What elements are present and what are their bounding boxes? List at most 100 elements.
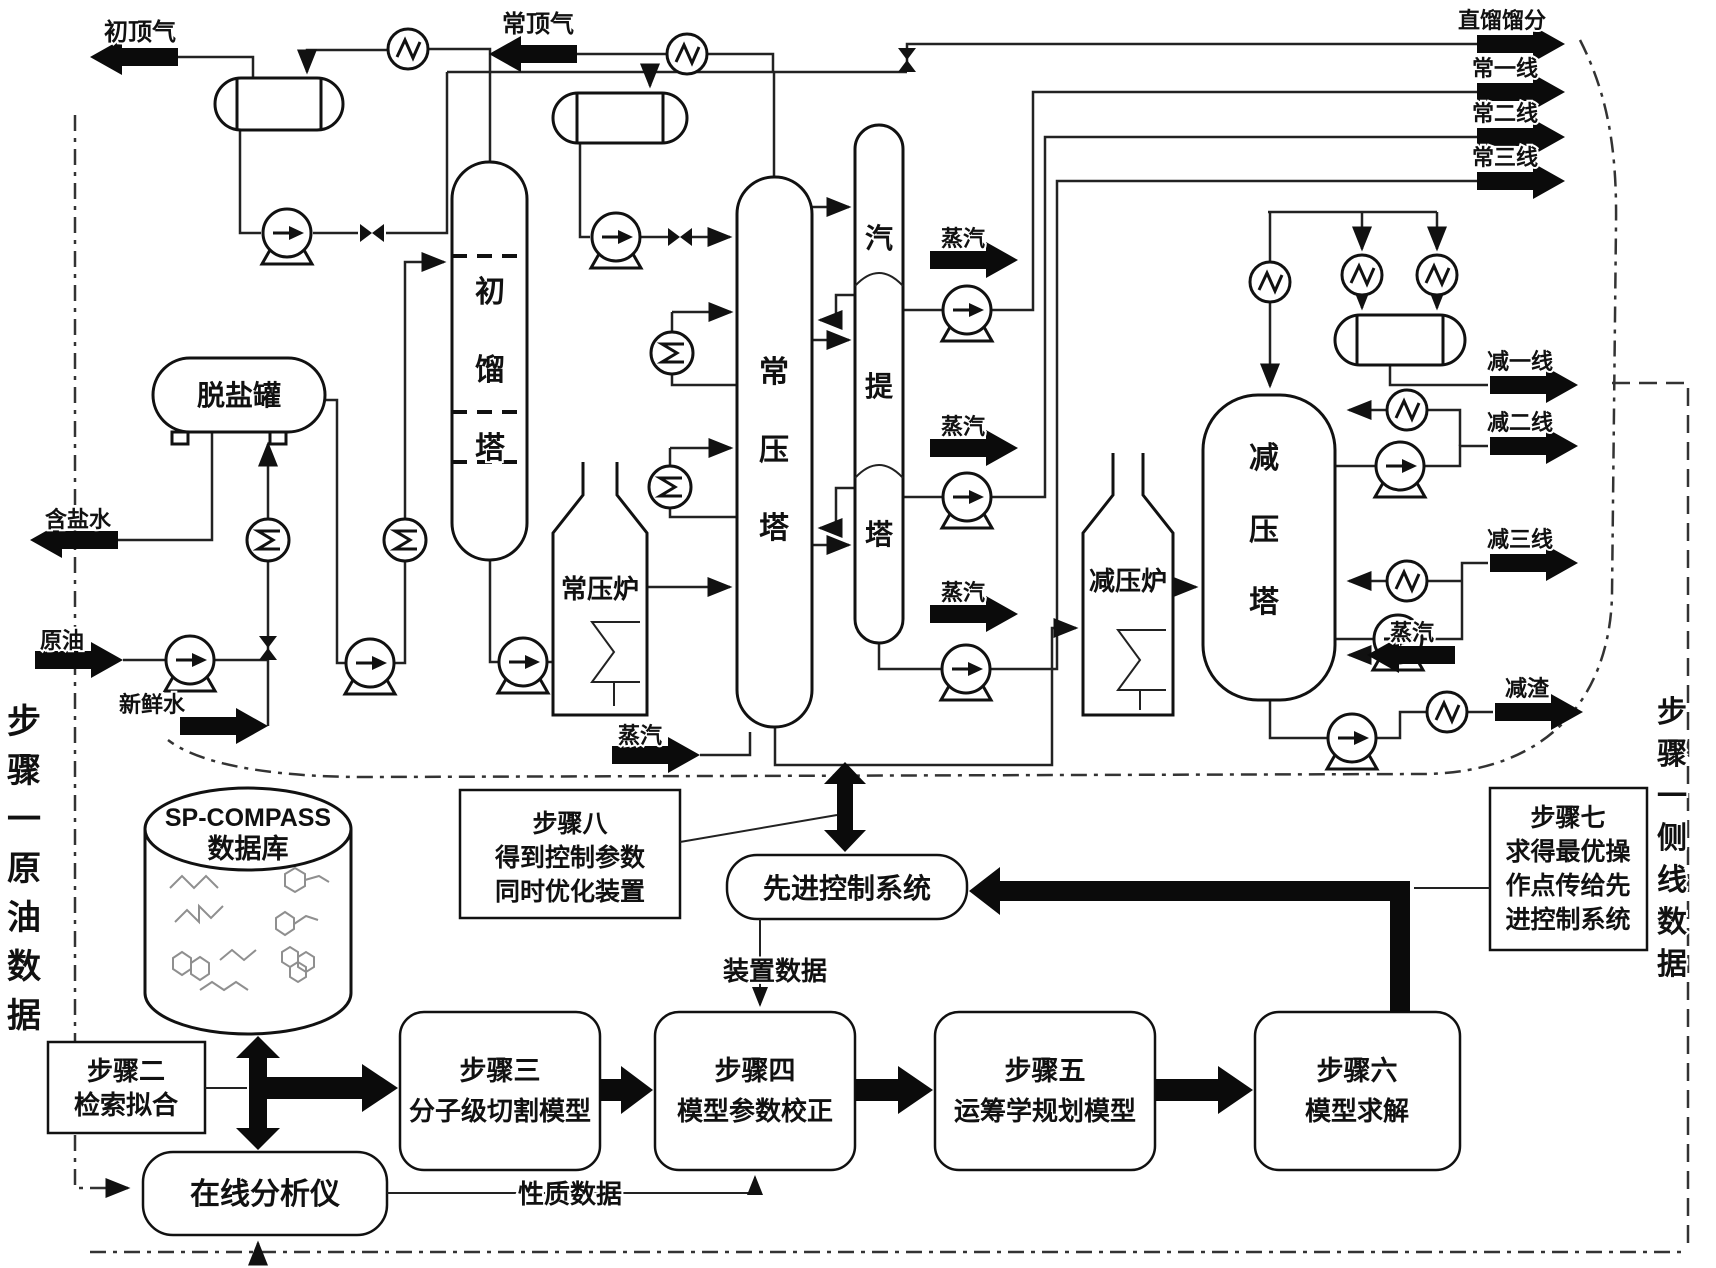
- pumparound-cooler-icon: [649, 330, 695, 376]
- stripper-tower: 汽提塔: [853, 123, 905, 645]
- cooler-icon: [1425, 690, 1469, 734]
- crude-oil-label: 原油: [40, 628, 84, 653]
- step6-to-acs-thick-arrow: [969, 867, 1410, 1012]
- vacuum-overhead-drum: [1333, 313, 1467, 367]
- vac-tower-label: 减压塔: [1249, 442, 1280, 619]
- step7-line2: 求得最优操: [1505, 838, 1631, 866]
- step8-title: 步骤八: [532, 810, 608, 838]
- molecule-sketches: [169, 866, 330, 992]
- steam-label: 蒸汽: [941, 580, 985, 605]
- step4-box: 步骤四 模型参数校正: [653, 1010, 857, 1172]
- step3-step4-arrow: [600, 1066, 653, 1114]
- step8-line2: 得到控制参数: [494, 843, 646, 872]
- step5-line2: 运筹学规划模型: [954, 1096, 1136, 1126]
- step2-title: 步骤二: [87, 1056, 165, 1086]
- acs-label: 先进控制系统: [763, 872, 931, 904]
- step1-left-vertical-label: 步骤一原油数据: [7, 703, 41, 1035]
- database-name: SP-COMPASS: [165, 804, 331, 832]
- battery-limit-boundary: [73, 39, 1690, 1266]
- salty-water-label: 含盐水: [45, 507, 112, 532]
- step6-box: 步骤六 模型求解: [1253, 1010, 1462, 1172]
- cooler-icon: [1385, 559, 1429, 603]
- database-analyzer-double-arrow: [236, 1036, 280, 1150]
- stream-arrows: 初顶气 常顶气 直馏馏分 常一线 常二线 常三线 含盐水 原油 新鲜水 蒸汽 蒸…: [30, 6, 1583, 773]
- step6-title: 步骤六: [1317, 1056, 1398, 1086]
- vac-line1-label: 减一线: [1487, 349, 1553, 374]
- workflow-connectors: [205, 814, 1490, 1195]
- steam-label: 蒸汽: [1390, 620, 1434, 645]
- pump-icon: [163, 634, 217, 693]
- desalter-label: 脱盐罐: [197, 379, 281, 411]
- acs-process-double-arrow: [824, 762, 866, 852]
- initial-top-gas-label: 初顶气: [104, 18, 176, 46]
- step3-box: 步骤三 分子级切割模型: [398, 1010, 602, 1172]
- pump-icon: [1373, 440, 1427, 499]
- atm-line1-label: 常一线: [1472, 56, 1538, 81]
- atm-tower: 常压塔: [735, 175, 814, 729]
- acs-box: 先进控制系统: [725, 853, 969, 921]
- initial-overhead-drum: [213, 76, 345, 132]
- step2-box: 步骤二 检索拟合: [46, 1040, 207, 1135]
- pump-icon: [260, 207, 314, 266]
- straight-run-label: 直馏馏分: [1458, 8, 1546, 33]
- step8-line3: 同时优化装置: [495, 878, 645, 906]
- pump-icon: [589, 211, 643, 270]
- initial-tower-label: 初馏塔: [475, 276, 506, 465]
- condenser-icon: [386, 27, 430, 71]
- process-piping: [118, 42, 1493, 767]
- atm-overhead-drum: [551, 91, 689, 145]
- step6-line2: 模型求解: [1305, 1096, 1409, 1126]
- step7-line4: 进控制系统: [1505, 905, 1630, 934]
- vac-line3-label: 减三线: [1487, 527, 1553, 552]
- vac-furnace: 减压炉: [1081, 453, 1175, 717]
- vac-tower: 减压塔: [1201, 393, 1337, 702]
- stripper-label: 汽提塔: [865, 223, 894, 550]
- valve-icon: [898, 48, 916, 72]
- atm-top-gas-arrow: [489, 36, 577, 72]
- pump-icon: [496, 636, 550, 695]
- step2-line2: 检索拟合: [74, 1090, 179, 1120]
- pump-icon: [343, 637, 397, 696]
- vac-furnace-label: 减压炉: [1089, 566, 1167, 596]
- step4-title: 步骤四: [715, 1056, 796, 1086]
- condenser-icon: [1415, 253, 1459, 297]
- step8-box: 步骤八 得到控制参数 同时优化装置: [458, 788, 682, 920]
- valve-icon: [259, 636, 277, 660]
- property-data-label: 性质数据: [518, 1179, 622, 1209]
- to-step3-thick-arrow: [267, 1064, 398, 1112]
- step7-title: 步骤七: [1530, 804, 1605, 832]
- pump-icon: [939, 643, 993, 702]
- step5-step6-arrow: [1155, 1066, 1253, 1114]
- step4-line2: 模型参数校正: [677, 1096, 833, 1126]
- atm-line2-label: 常二线: [1472, 101, 1538, 126]
- step1-right-vertical-label: 步骤一侧线数据: [1657, 696, 1688, 981]
- valve-icon: [668, 228, 692, 246]
- vac-line2-label: 减二线: [1487, 410, 1553, 435]
- analyzer-box: 在线分析仪: [141, 1150, 389, 1237]
- condenser-icon: [665, 32, 709, 76]
- pumparound-cooler-icon: [647, 464, 693, 510]
- atm-furnace-label: 常压炉: [561, 574, 639, 604]
- heater-icon: [382, 517, 428, 563]
- step3-title: 步骤三: [460, 1056, 541, 1086]
- database-label: 数据库: [208, 834, 289, 864]
- desalter-drum: 脱盐罐: [151, 356, 327, 446]
- step4-step5-arrow: [855, 1066, 933, 1114]
- heater-icon: [245, 517, 291, 563]
- step5-title: 步骤五: [1005, 1056, 1086, 1086]
- database-cylinder: SP-COMPASS 数据库: [143, 786, 353, 1036]
- pump-icon: [1325, 712, 1379, 771]
- fresh-water-label: 新鲜水: [119, 692, 186, 717]
- initial-distillation-tower: 初馏塔: [450, 160, 529, 562]
- device-data-label: 装置数据: [723, 956, 827, 986]
- atm-furnace: 常压炉: [551, 462, 649, 717]
- pump-icon: [940, 471, 994, 530]
- step3-line2: 分子级切割模型: [409, 1096, 591, 1126]
- step7-line3: 作点传给先: [1505, 871, 1630, 900]
- workflow-thick-arrows: [236, 762, 1410, 1150]
- atm-top-gas-label: 常顶气: [502, 10, 574, 38]
- vac-residue-label: 减渣: [1505, 676, 1550, 701]
- condenser-icon: [1340, 253, 1384, 297]
